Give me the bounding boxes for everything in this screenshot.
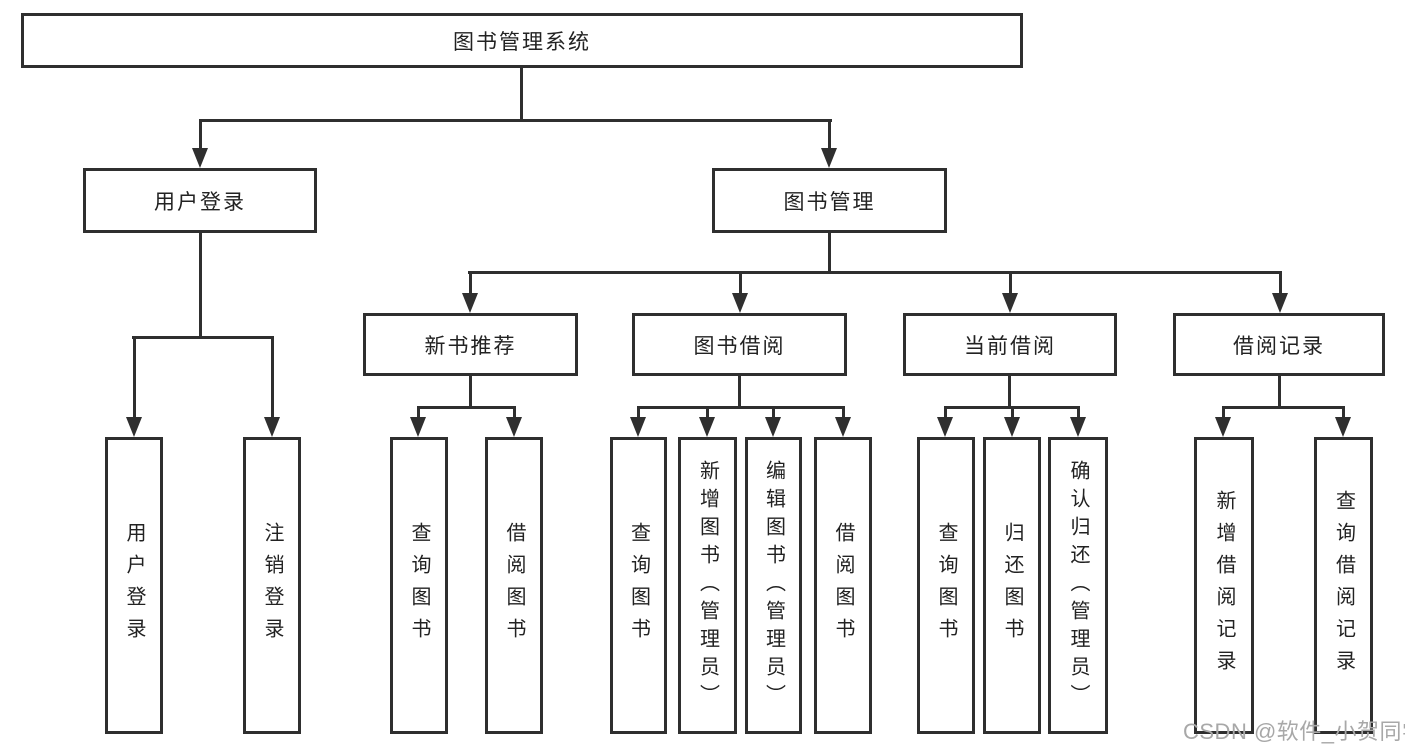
node-label: 查询图书 xyxy=(408,521,430,650)
connector-arrow xyxy=(1070,406,1087,437)
node-user-login: 用户登录 xyxy=(83,168,317,233)
connector-arrow xyxy=(1272,271,1289,313)
node-label: 查询图书 xyxy=(627,521,650,650)
node-book-management: 图书管理 xyxy=(712,168,947,233)
node-borrowing-records: 借阅记录 xyxy=(1173,313,1385,376)
node-label: 归还图书 xyxy=(1001,521,1023,650)
connector-arrow xyxy=(462,271,479,313)
node-label: 编辑图书（管理员） xyxy=(762,459,785,712)
connector-arrow xyxy=(765,406,782,437)
node-label: 借阅图书 xyxy=(832,521,854,650)
connector-line xyxy=(1278,376,1281,408)
connector-line xyxy=(132,336,274,339)
connector-arrow xyxy=(1004,406,1021,437)
node-label: 用户登录 xyxy=(154,190,246,214)
connector-arrow xyxy=(821,119,838,168)
connector-arrow xyxy=(126,336,143,437)
connector-arrow xyxy=(732,271,749,313)
connector-line xyxy=(1008,376,1011,408)
connector-arrow xyxy=(1215,406,1232,437)
connector-line xyxy=(738,376,741,408)
leaf-return-book: 归还图书 xyxy=(983,437,1041,734)
connector-line xyxy=(1222,406,1345,409)
connector-line xyxy=(469,376,472,408)
connector-line xyxy=(828,233,831,273)
connector-arrow xyxy=(630,406,647,437)
node-current-borrowing: 当前借阅 xyxy=(903,313,1117,376)
connector-line xyxy=(637,406,845,409)
connector-line xyxy=(200,119,832,122)
connector-arrow xyxy=(699,406,716,437)
connector-arrow xyxy=(1002,271,1019,313)
connector-arrow xyxy=(410,406,427,437)
node-label: 当前借阅 xyxy=(964,334,1056,358)
connector-line xyxy=(520,68,523,121)
leaf-borrow-books-borrowing: 借阅图书 xyxy=(814,437,872,734)
connector-line xyxy=(468,271,1282,274)
connector-line xyxy=(417,406,516,409)
node-label: 新增图书（管理员） xyxy=(696,459,719,712)
node-book-borrowing: 图书借阅 xyxy=(632,313,847,376)
node-label: 注销登录 xyxy=(261,521,283,650)
leaf-query-books-recommend: 查询图书 xyxy=(390,437,448,734)
node-label: 新增借阅记录 xyxy=(1213,489,1235,682)
node-library-system: 图书管理系统 xyxy=(21,13,1023,68)
node-label: 新书推荐 xyxy=(424,334,517,358)
connector-line xyxy=(199,233,202,338)
connector-arrow xyxy=(937,406,954,437)
node-label: 借阅图书 xyxy=(503,521,525,650)
connector-arrow xyxy=(1335,406,1352,437)
leaf-add-book-admin: 新增图书（管理员） xyxy=(678,437,737,734)
connector-arrow xyxy=(835,406,852,437)
connector-arrow xyxy=(264,336,281,437)
node-label: 图书管理系统 xyxy=(453,30,591,54)
node-label: 图书管理 xyxy=(783,190,876,214)
node-new-book-recommend: 新书推荐 xyxy=(363,313,578,376)
leaf-confirm-return-admin: 确认归还（管理员） xyxy=(1048,437,1108,734)
node-label: 图书借阅 xyxy=(693,334,786,358)
node-label: 确认归还（管理员） xyxy=(1067,459,1089,712)
leaf-add-borrow-record: 新增借阅记录 xyxy=(1194,437,1254,734)
csdn-watermark: CSDN @软件_小贺同学 xyxy=(1183,719,1405,744)
leaf-query-books-current: 查询图书 xyxy=(917,437,975,734)
leaf-edit-book-admin: 编辑图书（管理员） xyxy=(745,437,802,734)
node-label: 查询图书 xyxy=(935,521,957,650)
leaf-user-login: 用户登录 xyxy=(105,437,163,734)
node-label: 用户登录 xyxy=(123,521,145,650)
connector-arrow xyxy=(506,406,523,437)
node-label: 借阅记录 xyxy=(1233,334,1325,358)
connector-arrow xyxy=(192,119,209,168)
leaf-borrow-books-recommend: 借阅图书 xyxy=(485,437,543,734)
leaf-query-books-borrowing: 查询图书 xyxy=(610,437,667,734)
node-label: 查询借阅记录 xyxy=(1332,489,1355,682)
leaf-query-borrow-record: 查询借阅记录 xyxy=(1314,437,1373,734)
leaf-logout: 注销登录 xyxy=(243,437,301,734)
